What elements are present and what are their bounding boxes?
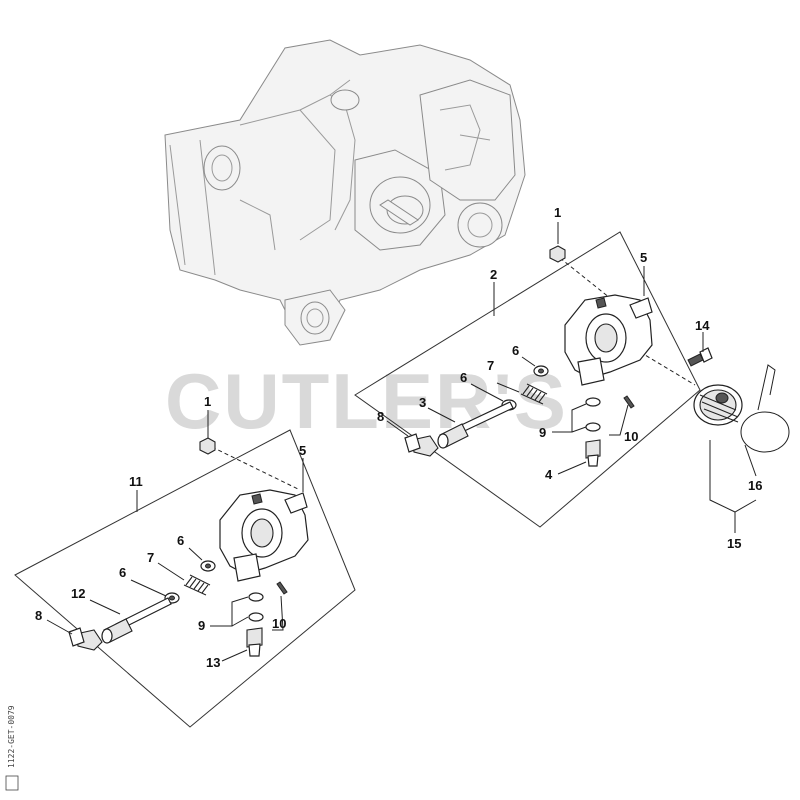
part-16-spring-loop [740, 364, 790, 453]
callout-12: 12 [71, 586, 85, 601]
drawing-code: 1122-GET-0079 [7, 705, 16, 768]
callout-6-c: 6 [177, 533, 184, 548]
drawing-code-box [5, 775, 19, 791]
part-13-valve-lower [246, 627, 263, 657]
callout-9-a: 9 [539, 425, 546, 440]
part-14-screw [687, 347, 713, 367]
callout-11: 11 [129, 474, 143, 489]
callout-15: 15 [727, 536, 741, 551]
part-9-orings-lower [248, 592, 264, 622]
callout-6-d: 6 [119, 565, 126, 580]
leader-lines [46, 222, 757, 662]
kit-frame-2 [354, 231, 701, 528]
part-12-plunger-lower [101, 597, 172, 644]
callout-10-b: 10 [272, 616, 286, 631]
callout-10-a: 10 [624, 429, 638, 444]
callout-7-b: 7 [147, 550, 154, 565]
callout-1-top: 1 [554, 205, 561, 220]
alignment-dash-2 [639, 351, 696, 386]
part-4-valve [585, 439, 601, 467]
part-3-plunger [437, 401, 514, 449]
crankcase-housing [164, 39, 526, 346]
part-1-nut-lower [199, 437, 216, 455]
callout-16: 16 [748, 478, 762, 493]
part-5-oil-pump-upper [564, 294, 653, 386]
watermark-text: CUTLER'S [165, 357, 568, 445]
part-9-orings-upper [585, 397, 601, 432]
callout-1-low: 1 [204, 394, 211, 409]
callout-14: 14 [695, 318, 710, 333]
callout-6-a: 6 [512, 343, 519, 358]
callout-4: 4 [545, 467, 553, 482]
part-6-washer-upper-a [533, 365, 549, 377]
part-5-oil-pump-lower [219, 489, 309, 582]
callout-8-b: 8 [35, 608, 42, 623]
callout-5-top: 5 [640, 250, 647, 265]
part-6-washer-lower-a [200, 560, 216, 572]
callout-3: 3 [419, 395, 426, 410]
part-8-screw-upper [404, 433, 439, 457]
callout-9-b: 9 [198, 618, 205, 633]
callout-6-b: 6 [460, 370, 467, 385]
part-8-screw-lower [68, 627, 103, 651]
part-10-pin-upper [623, 395, 635, 409]
part-15-worm-gear [693, 384, 743, 426]
callout-13: 13 [206, 655, 220, 670]
callout-7-a: 7 [487, 358, 494, 373]
part-7-spring-lower [183, 574, 211, 596]
callout-2: 2 [490, 267, 497, 282]
kit-frame-11 [14, 429, 356, 728]
alignment-dash-3 [211, 446, 301, 491]
part-10-pin-lower [276, 581, 288, 595]
callout-8-a: 8 [377, 409, 384, 424]
part-7-spring-upper [520, 383, 548, 405]
part-1-nut-upper [549, 245, 566, 263]
callout-5-low: 5 [299, 443, 306, 458]
